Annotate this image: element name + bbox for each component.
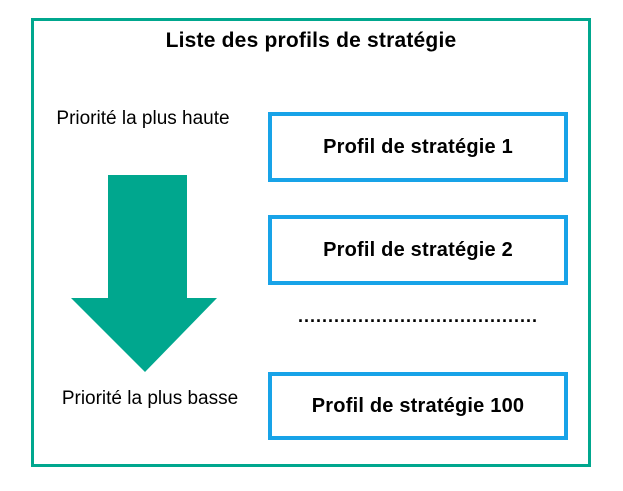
- profile-box-label: Profil de stratégie 100: [311, 394, 525, 417]
- ellipsis-separator: ........................................: [297, 306, 539, 326]
- profile-box-1: Profil de stratégie 1: [268, 112, 568, 182]
- priority-down-arrow-icon: [71, 175, 217, 372]
- profile-box-100: Profil de stratégie 100: [268, 372, 568, 440]
- highest-priority-label: Priorité la plus haute: [56, 108, 230, 129]
- profile-box-label: Profil de stratégie 1: [323, 135, 513, 158]
- lowest-priority-label: Priorité la plus basse: [61, 388, 239, 409]
- diagram-title: Liste des profils de stratégie: [165, 29, 457, 52]
- profile-box-label: Profil de stratégie 2: [323, 238, 513, 261]
- profile-box-2: Profil de stratégie 2: [268, 215, 568, 285]
